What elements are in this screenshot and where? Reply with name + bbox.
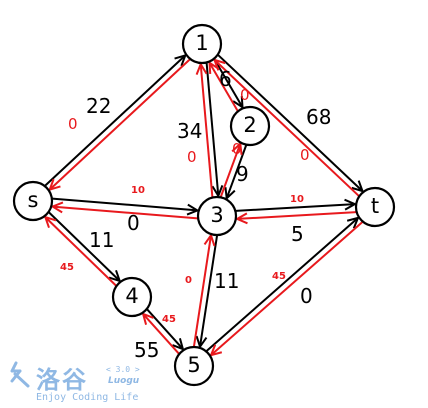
capacity-label-3-2: 0	[232, 140, 242, 158]
capacity-label-3-t: 5	[291, 222, 304, 246]
reverse-edge-t-1	[215, 60, 360, 197]
node-4: 4	[111, 276, 153, 318]
node-3: 3	[196, 195, 238, 237]
node-1-label: 1	[195, 31, 208, 55]
capacity-label-3-1: 0	[187, 148, 197, 166]
node-3-label: 3	[210, 203, 223, 227]
reverse-edge-3-2	[219, 144, 241, 198]
node-2: 2	[229, 105, 271, 147]
node-s: s	[12, 180, 54, 222]
edge-s-3	[52, 197, 197, 211]
watermark-slogan: Enjoy Coding Life	[36, 392, 139, 403]
capacity-label-t-1: 0	[300, 146, 310, 164]
capacity-label-2-1: 0	[240, 86, 250, 104]
capacity-label-5-4: 45	[162, 314, 176, 325]
watermark-name-cn: 洛谷	[36, 366, 88, 394]
edge-3-t	[235, 204, 355, 212]
capacity-label-1-t: 68	[306, 105, 331, 129]
capacity-label-5-3: 0	[185, 275, 192, 286]
node-5: 5	[173, 345, 215, 387]
edge-5-t	[205, 218, 358, 352]
node-t: t	[354, 186, 396, 228]
reverse-edge-3-s	[53, 207, 198, 220]
reverse-edge-5-4	[143, 314, 180, 355]
node-5-label: 5	[187, 353, 200, 377]
reverse-edge-3-1	[201, 64, 214, 198]
edge-1-t	[217, 54, 363, 191]
node-4-label: 4	[125, 284, 138, 308]
edge-3-5	[200, 235, 219, 347]
capacity-label-t-5: 45	[272, 271, 286, 282]
edge-s-1	[44, 55, 185, 187]
capacity-label-1-3: 34	[177, 119, 202, 143]
capacity-label-1-s: 0	[68, 115, 78, 133]
capacity-label-3-5: 11	[214, 269, 239, 293]
edge-1-3	[205, 62, 219, 196]
node-2-label: 2	[243, 113, 256, 137]
reverse-edge-4-s	[45, 217, 117, 287]
capacity-label-2-3: 9	[236, 162, 249, 186]
capacity-label-t-3: 10	[290, 194, 304, 205]
watermark-version: < 3.0 >	[106, 365, 140, 374]
reverse-edge-1-s	[50, 58, 191, 190]
node-1: 1	[181, 23, 223, 65]
edge-layer	[45, 55, 363, 355]
capacity-label-s-3: 0	[127, 211, 140, 235]
capacity-label-4-s: 45	[60, 262, 74, 273]
edge-2-3	[227, 144, 248, 198]
capacity-label-s-4: 11	[89, 228, 114, 252]
node-s-label: s	[28, 188, 39, 212]
edge-s-4	[48, 211, 120, 281]
node-t-label: t	[371, 194, 379, 218]
capacity-label-4-5: 55	[134, 338, 159, 362]
reverse-edge-5-3	[192, 235, 211, 347]
reverse-edge-2-1	[210, 63, 239, 112]
capacity-label-1-2: 6	[219, 67, 232, 91]
capacity-label-s-1: 22	[86, 94, 111, 118]
reverse-edge-t-5	[211, 221, 364, 355]
capacity-label-3-s: 10	[131, 185, 145, 196]
watermark-brand: Luogu	[108, 376, 140, 386]
luogu-logo-icon	[10, 361, 30, 388]
reverse-edge-t-3	[237, 211, 357, 219]
capacity-label-layer: 22 6 34 68 9 0 5 11 11 55 0 0 0 0 0 0 10…	[60, 67, 331, 362]
capacity-label-5-t: 0	[300, 284, 313, 308]
luogu-watermark: 洛谷 < 3.0 > Luogu Enjoy Coding Life	[2, 360, 162, 406]
